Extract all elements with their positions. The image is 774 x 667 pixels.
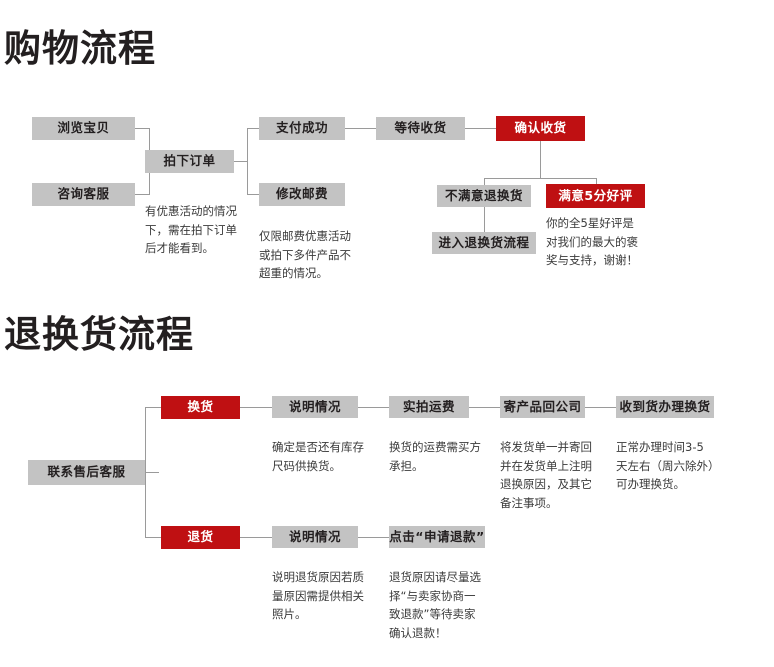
connector-unsatisfied-to-enter-flow xyxy=(484,206,485,232)
box-modify-shipping[interactable]: 修改邮费 xyxy=(259,183,345,206)
connector-refund-to-explain xyxy=(240,537,272,538)
caption-apply-refund: 退货原因请尽量选择“与卖家协商一致退款”等待卖家确认退款！ xyxy=(389,570,481,640)
connector-place-order-to-bracket xyxy=(234,161,247,162)
connector-explain-to-apply-refund xyxy=(358,537,389,538)
connector-after-sales-to-bracket xyxy=(145,472,159,473)
connector-send-back-to-receive xyxy=(585,407,616,408)
caption-actual-shipping-fee: 换货的运费需买方承担。 xyxy=(389,440,481,473)
connector-confirm-split-horizontal xyxy=(484,178,597,179)
connector-after-sales-bracket-vertical xyxy=(145,407,146,537)
caption-send-product-back: 将发货单一并寄回并在发货单上注明退换原因，及其它备注事项。 xyxy=(500,440,592,510)
connector-bracket-to-shipping xyxy=(247,194,261,195)
connector-browse-to-bracket xyxy=(135,128,149,129)
box-enter-return-flow[interactable]: 进入退换货流程 xyxy=(432,232,536,254)
box-confirm-receipt[interactable]: 确认收货 xyxy=(496,116,585,141)
box-payment-success[interactable]: 支付成功 xyxy=(259,117,345,140)
connector-explain-to-fee xyxy=(358,407,389,408)
box-refund[interactable]: 退货 xyxy=(161,526,240,549)
caption-receive-exchange: 正常办理时间3-5天左右（周六除外）可办理换货。 xyxy=(616,440,714,492)
connector-consult-to-bracket xyxy=(135,194,149,195)
box-send-product-back[interactable]: 寄产品回公司 xyxy=(500,396,585,418)
connector-await-to-confirm xyxy=(465,128,496,129)
box-consult-service[interactable]: 咨询客服 xyxy=(32,183,135,206)
caption-modify-shipping: 仅限邮费优惠活动或拍下多件产品不超重的情况。 xyxy=(259,229,351,281)
caption-satisfied-review: 你的全5星好评是对我们的最大的褒奖与支持，谢谢！ xyxy=(546,216,638,268)
box-explain-refund[interactable]: 说明情况 xyxy=(272,526,358,548)
box-contact-after-sales[interactable]: 联系售后客服 xyxy=(28,460,145,485)
box-satisfied-review[interactable]: 满意5分好评 xyxy=(546,184,645,208)
connector-split-to-unsatisfied xyxy=(484,178,485,187)
box-unsatisfied-return[interactable]: 不满意退换货 xyxy=(437,185,531,207)
box-explain-exchange[interactable]: 说明情况 xyxy=(272,396,358,418)
box-actual-shipping-fee[interactable]: 实拍运费 xyxy=(389,396,469,418)
connector-bracket-to-refund xyxy=(145,537,161,538)
box-browse-item[interactable]: 浏览宝贝 xyxy=(32,117,135,140)
section-title-shopping: 购物流程 xyxy=(4,27,156,70)
box-await-delivery[interactable]: 等待收货 xyxy=(376,117,465,140)
connector-bracket-to-exchange xyxy=(145,407,161,408)
connector-split-to-satisfied xyxy=(596,178,597,187)
section-title-return-exchange: 退换货流程 xyxy=(4,313,194,356)
box-click-apply-refund[interactable]: 点击“申请退款” xyxy=(389,526,485,548)
connector-payment-to-await xyxy=(345,128,376,129)
connector-fee-to-send-back xyxy=(469,407,500,408)
box-exchange[interactable]: 换货 xyxy=(161,396,240,419)
box-receive-and-exchange[interactable]: 收到货办理换货 xyxy=(616,396,714,418)
caption-explain-refund: 说明退货原因若质量原因需提供相关照片。 xyxy=(272,570,364,622)
caption-place-order: 有优惠活动的情况下，需在拍下订单后才能看到。 xyxy=(145,204,237,256)
connector-exchange-to-explain xyxy=(240,407,272,408)
caption-explain-exchange: 确定是否还有库存尺码供换货。 xyxy=(272,440,364,473)
connector-right-bracket-vertical xyxy=(247,128,248,195)
connector-bracket-to-payment xyxy=(247,128,261,129)
connector-confirm-down xyxy=(540,141,541,178)
box-place-order[interactable]: 拍下订单 xyxy=(145,150,234,173)
